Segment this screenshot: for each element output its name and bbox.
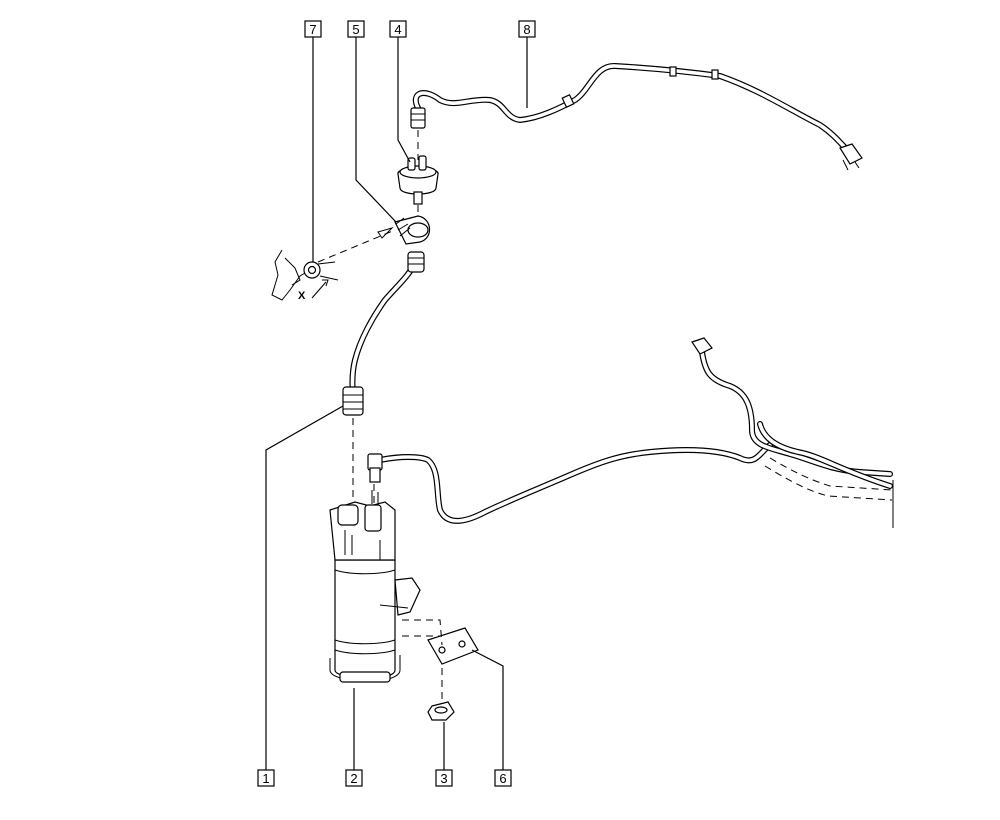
- part-2-charcoal-canister: [329, 490, 421, 683]
- callout-1: 1: [257, 769, 275, 787]
- part-3-nut: [427, 701, 455, 721]
- callout-8: 8: [518, 20, 536, 38]
- part-1-canister-hose: [342, 251, 425, 505]
- part-7-support-nut: X: [271, 226, 396, 302]
- callout-5: 5: [347, 20, 365, 38]
- dimension-label-x: X: [298, 290, 306, 302]
- callout-label-8: 8: [523, 22, 530, 37]
- callout-label-4: 4: [394, 22, 401, 37]
- callout-label-3: 3: [440, 771, 447, 786]
- lower-vapour-line: [367, 442, 773, 524]
- callout-label-7: 7: [309, 22, 316, 37]
- callout-label-5: 5: [352, 22, 359, 37]
- right-pipe-bundle: [691, 337, 894, 528]
- callout-3: 3: [435, 769, 453, 787]
- part-5-valve-bracket: [394, 215, 431, 245]
- part-4-purge-valve: [397, 130, 439, 222]
- callout-label-1: 1: [262, 771, 269, 786]
- callout-4: 4: [389, 20, 407, 38]
- callout-label-2: 2: [350, 771, 357, 786]
- leader-lines: [265, 37, 528, 770]
- callout-6: 6: [494, 769, 512, 787]
- part-8-vapour-hose: [410, 63, 863, 171]
- callout-2: 2: [345, 769, 363, 787]
- callout-7: 7: [304, 20, 322, 38]
- part-6-mounting-bracket: [402, 619, 479, 700]
- callout-label-6: 6: [499, 771, 506, 786]
